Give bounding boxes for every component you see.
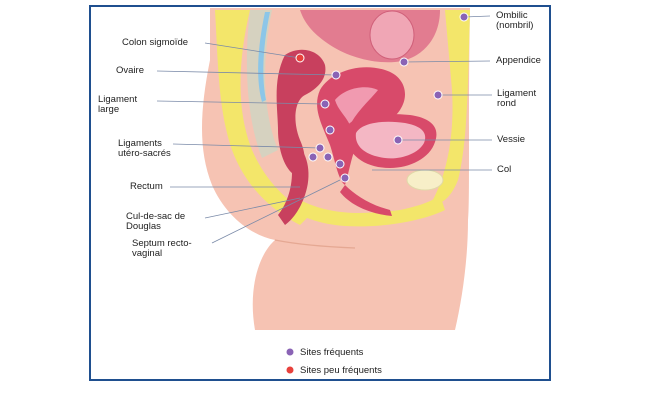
uterine-cavity (335, 87, 378, 125)
small-bowel (369, 10, 415, 60)
spine-blue (258, 12, 270, 102)
label-ombilic: Ombilic (nombril) (496, 10, 534, 31)
label-appendice: Appendice (496, 55, 541, 66)
leader-ovaire (156, 70, 337, 76)
site-dot-appendice (399, 57, 409, 67)
label-ligament-rond: Ligament rond (497, 88, 537, 109)
label-rectum: Rectum (130, 181, 163, 192)
site-dot-ovaire (331, 70, 341, 80)
fat-layer-back (215, 10, 310, 225)
site-dot-ligament-rond (433, 90, 443, 100)
leader-appendice (403, 60, 491, 63)
leader-colon (204, 42, 301, 59)
site-dot-utero-1 (315, 143, 325, 153)
label-vessie: Vessie (497, 134, 525, 145)
diagram-frame (89, 5, 551, 381)
buttock-line (274, 239, 356, 249)
label-col: Col (497, 164, 512, 175)
leader-lines (156, 15, 492, 244)
site-dot-colon (295, 53, 305, 63)
bladder-inner (355, 121, 426, 159)
vagina (340, 185, 392, 216)
leader-ligaments-utero (172, 143, 321, 149)
fat-layer-front (430, 10, 470, 205)
label-ligaments-utero-sacres: Ligaments utéro-sacrés (118, 138, 171, 159)
sigmoid-colon (276, 49, 326, 175)
frequent-sites (308, 12, 469, 183)
site-dot-ombilic (459, 12, 469, 22)
label-colon-sigmoide: Colon sigmoïde (122, 37, 189, 48)
label-ovaire: Ovaire (116, 65, 144, 76)
site-dot-vessie (393, 135, 403, 145)
leader-septum (211, 179, 341, 244)
label-cul-de-sac: Cul-de-sac de Douglas (126, 211, 186, 232)
legend-frequent-label: Sites fréquents (300, 347, 364, 358)
legend-frequent-dot (285, 347, 295, 357)
site-dot-ligament-large (320, 99, 330, 109)
label-septum: Septum recto- vaginal (132, 238, 192, 259)
site-dot-septum (335, 159, 345, 169)
label-ligament-large: Ligament large (98, 94, 138, 115)
pubic-bone (406, 169, 444, 191)
site-dot-utero-3 (325, 125, 335, 135)
site-dot-cul-de-sac (340, 173, 350, 183)
rectum-organ (278, 145, 309, 225)
site-dot-utero-2 (308, 152, 318, 162)
legend-rare-dot (285, 365, 295, 375)
leader-ligament-large (156, 100, 326, 105)
leader-cul-de-sac (204, 197, 301, 219)
pelvic-floor-fat (295, 195, 445, 227)
legend-rare-label: Sites peu fréquents (300, 365, 382, 376)
site-dot-utero-4 (323, 152, 333, 162)
